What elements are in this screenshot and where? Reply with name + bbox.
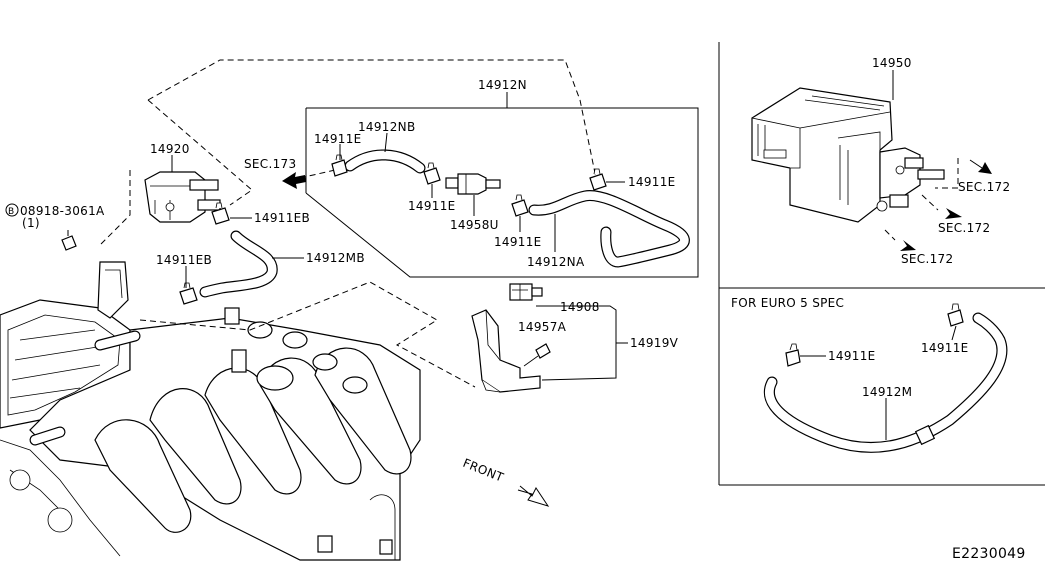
label-14911e-b: 14911E [408, 199, 456, 213]
label-14912na: 14912NA [527, 255, 585, 269]
clip-14911eb-upper [211, 202, 230, 225]
bolt-callout: B [5, 203, 77, 251]
label-sec172-a: SEC.172 [958, 180, 1010, 194]
hose-14912m [763, 312, 1008, 453]
sec173-arrow [282, 169, 336, 189]
label-14958u: 14958U [450, 218, 499, 232]
label-14911e-d: 14911E [494, 235, 542, 249]
label-14911e-f: 14911E [921, 341, 969, 355]
front-label: FRONT [461, 456, 506, 485]
valve-14958u [445, 173, 501, 195]
dashed-routing-lower [139, 281, 476, 388]
label-14911eb-b: 14911EB [156, 253, 212, 267]
front-arrow-icon [517, 485, 550, 507]
clip-14911e-mid [423, 162, 441, 185]
clip-14911e-euro-right [947, 303, 964, 327]
label-14957a: 14957A [518, 320, 567, 334]
bracket-14919v [471, 283, 543, 393]
clip-14911e-valve [511, 194, 529, 217]
evap-canister [751, 87, 945, 223]
leader-14911e-f [951, 325, 957, 341]
clip-14911eb-lower [179, 282, 198, 305]
right-panel [718, 42, 1045, 486]
hose-14912na [528, 190, 690, 268]
bracket-leader-14919v [536, 305, 617, 381]
label-14911e-c: 14911E [628, 175, 676, 189]
clip-14911e-euro-left [785, 343, 801, 367]
leader-14912nb [384, 132, 388, 153]
solenoid-valve-14920 [144, 171, 221, 223]
label-14911e-e: 14911E [828, 349, 876, 363]
dashed-routing-14920 [99, 170, 131, 246]
euro5-heading: FOR EURO 5 SPEC [731, 296, 844, 310]
label-14912m: 14912M [862, 385, 912, 399]
drawing-id: E2230049 [952, 546, 1026, 562]
bolt-symbol-b: B [8, 207, 14, 217]
label-14911e-a: 14911E [314, 132, 362, 146]
label-bolt-08918: 08918-3061A [20, 204, 105, 218]
bolt-14957a [523, 343, 551, 367]
label-14919v: 14919V [630, 336, 679, 350]
label-14950: 14950 [872, 56, 912, 70]
label-14908: 14908 [560, 300, 600, 314]
label-14912n: 14912N [478, 78, 527, 92]
group-box-14912n [305, 107, 699, 278]
label-sec172-b: SEC.172 [938, 221, 990, 235]
label-bolt-qty: (1) [22, 216, 40, 230]
label-14920: 14920 [150, 142, 190, 156]
hose-14912mb [199, 230, 278, 298]
sec172-arrows [884, 158, 992, 251]
clip-14911e-right [589, 168, 607, 191]
label-sec172-c: SEC.172 [901, 252, 953, 266]
dashed-routing-left [147, 99, 253, 206]
engine-intake-manifold [0, 261, 421, 561]
label-sec173: SEC.173 [244, 157, 296, 171]
label-14911eb-a: 14911EB [254, 211, 310, 225]
label-14912mb: 14912MB [306, 251, 365, 265]
label-14912nb: 14912NB [358, 120, 415, 134]
hose-14912nb [344, 149, 426, 174]
dashed-routing-upper [147, 59, 597, 179]
